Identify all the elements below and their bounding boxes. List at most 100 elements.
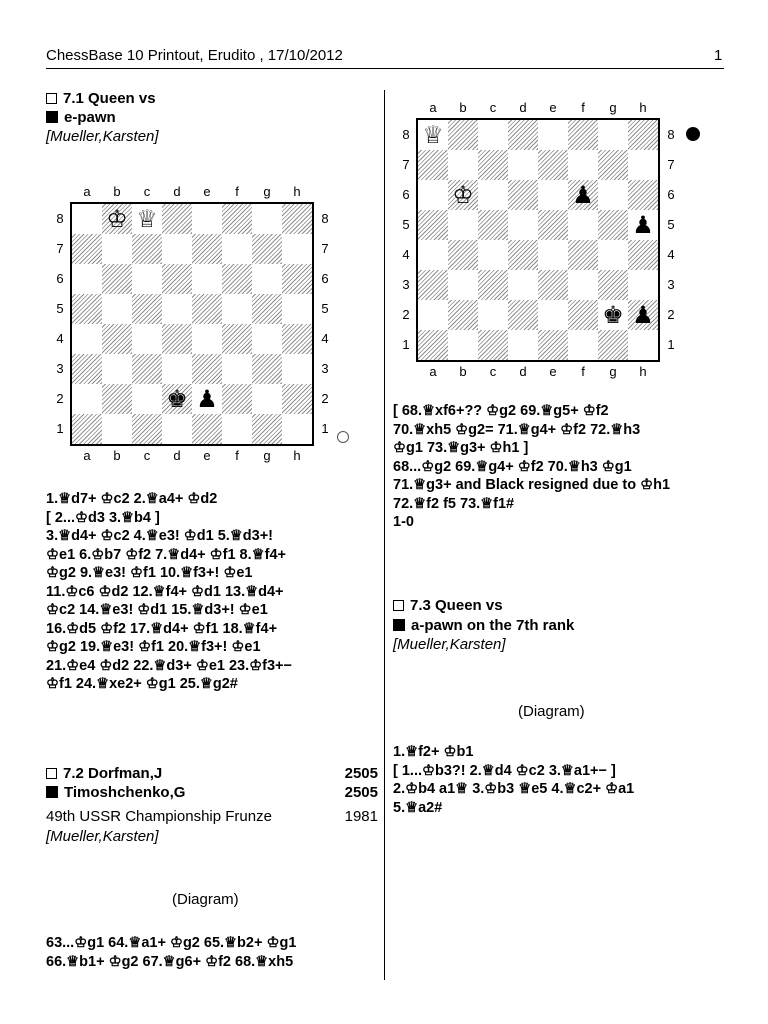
- square-d8: [508, 120, 538, 150]
- square-d8: [162, 204, 192, 234]
- move-line: 2.♔b4 a1♕ 3.♔b3 ♕e5 4.♕c2+ ♔a1: [393, 781, 635, 797]
- move-line: 5.♕a2#: [393, 799, 443, 816]
- file-label: c: [143, 184, 151, 199]
- square-c8: [478, 120, 508, 150]
- square-c3: [478, 270, 508, 300]
- file-label: f: [235, 184, 239, 199]
- game2-white-player: 7.2 Dorfman,J: [63, 765, 163, 782]
- game3-subtitle: a-pawn on the 7th rank: [411, 617, 575, 634]
- square-d3: [508, 270, 538, 300]
- square-h6: [628, 180, 658, 210]
- board-grid: ♕♔♟♟♚♟: [416, 118, 660, 362]
- move-line: 3.♕d4+ ♔c2 4.♕e3! ♔d1 5.♕d3+!: [46, 528, 274, 544]
- square-d6: [162, 264, 192, 294]
- square-a3: [418, 270, 448, 300]
- file-label: g: [263, 184, 271, 199]
- chess-piece-icon: ♚: [602, 301, 624, 329]
- move-line: 66.♕b1+ ♔g2 67.♕g6+ ♔f2 68.♕xh5: [46, 953, 294, 970]
- square-h4: [628, 240, 658, 270]
- rank-label: 4: [56, 331, 64, 346]
- square-e4: [538, 240, 568, 270]
- file-label: e: [203, 184, 211, 199]
- square-f2: [568, 300, 598, 330]
- file-label: a: [429, 364, 437, 379]
- square-g3: [252, 354, 282, 384]
- rank-label: 5: [56, 301, 64, 316]
- move-line: [ 1...♔b3?! 2.♕d4 ♔c2 3.♕a1+− ]: [393, 762, 616, 779]
- rank-label: 5: [667, 217, 675, 232]
- square-e4: [192, 324, 222, 354]
- game1-moves: 1.♕d7+ ♔c2 2.♕a4+ ♔d2 [ 2...♔d3 3.♕b4 ]3…: [46, 490, 292, 694]
- rank-label: 7: [56, 241, 64, 256]
- game2-event-line: 49th USSR Championship Frunze 1981: [46, 808, 378, 826]
- game2-diagram-label: (Diagram): [172, 891, 239, 908]
- move-line: 1-0: [393, 514, 414, 530]
- chess-piece-icon: ♕: [136, 205, 158, 233]
- square-e3: [192, 354, 222, 384]
- square-d6: [508, 180, 538, 210]
- square-a5: [72, 294, 102, 324]
- file-label: a: [83, 448, 91, 463]
- square-g7: [598, 150, 628, 180]
- square-f2: [222, 384, 252, 414]
- file-label: h: [293, 184, 301, 199]
- square-h5: ♟: [628, 210, 658, 240]
- square-c7: [478, 150, 508, 180]
- move-line: 72.♕f2 f5 73.♕f1#: [393, 495, 515, 512]
- game3-black-box-icon: [393, 619, 405, 631]
- file-label: d: [519, 364, 527, 379]
- file-label: b: [113, 184, 121, 199]
- square-c7: [132, 234, 162, 264]
- square-h7: [628, 150, 658, 180]
- square-e2: ♟: [192, 384, 222, 414]
- move-line: 16.♔d5 ♔f2 17.♕d4+ ♔f1 18.♕f4+: [46, 620, 278, 637]
- move-line: ♔f1 24.♕xe2+ ♔g1 25.♕g2#: [46, 676, 238, 692]
- square-c2: [132, 384, 162, 414]
- square-e1: [538, 330, 568, 360]
- file-label: b: [113, 448, 121, 463]
- white-to-move-box-icon: [46, 93, 57, 104]
- rank-label: 3: [56, 361, 64, 376]
- square-f4: [568, 240, 598, 270]
- rank-label: 7: [321, 241, 329, 256]
- game3-moves: 1.♕f2+ ♔b1 [ 1...♔b3?! 2.♕d4 ♔c2 3.♕a1+−…: [393, 743, 634, 817]
- rank-label: 3: [667, 277, 675, 292]
- square-b5: [448, 210, 478, 240]
- square-b7: [448, 150, 478, 180]
- square-h1: [282, 414, 312, 444]
- square-g3: [598, 270, 628, 300]
- game2-black-elo: 2505: [344, 784, 378, 801]
- chess-piece-icon: ♕: [422, 121, 444, 149]
- game1-white-line: 7.1 Queen vs: [46, 90, 156, 108]
- square-g2: ♚: [598, 300, 628, 330]
- file-label: f: [235, 448, 239, 463]
- square-f1: [222, 414, 252, 444]
- file-label: d: [173, 448, 181, 463]
- square-h1: [628, 330, 658, 360]
- square-e3: [538, 270, 568, 300]
- chess-piece-icon: ♟: [632, 301, 654, 329]
- square-c4: [132, 324, 162, 354]
- rank-label: 2: [56, 391, 64, 406]
- square-b4: [102, 324, 132, 354]
- game3-annotator: [Mueller,Karsten]: [393, 636, 506, 653]
- square-d4: [508, 240, 538, 270]
- rank-label: 7: [402, 157, 410, 172]
- file-label: e: [549, 100, 557, 115]
- game3-diagram-label: (Diagram): [518, 703, 585, 720]
- square-b6: ♔: [448, 180, 478, 210]
- square-c6: [478, 180, 508, 210]
- square-d7: [508, 150, 538, 180]
- file-label: g: [263, 448, 271, 463]
- square-g5: [598, 210, 628, 240]
- square-b3: [102, 354, 132, 384]
- printout-header: ChessBase 10 Printout, Erudito , 17/10/2…: [46, 47, 343, 64]
- square-g1: [252, 414, 282, 444]
- game1-subtitle: e-pawn: [64, 109, 116, 126]
- game3-white-line: 7.3 Queen vs: [393, 597, 503, 615]
- rank-label: 8: [56, 211, 64, 226]
- move-line: 21.♔e4 ♔d2 22.♕d3+ ♔e1 23.♔f3+−: [46, 657, 292, 674]
- square-a4: [418, 240, 448, 270]
- square-e1: [192, 414, 222, 444]
- rank-label: 1: [402, 337, 410, 352]
